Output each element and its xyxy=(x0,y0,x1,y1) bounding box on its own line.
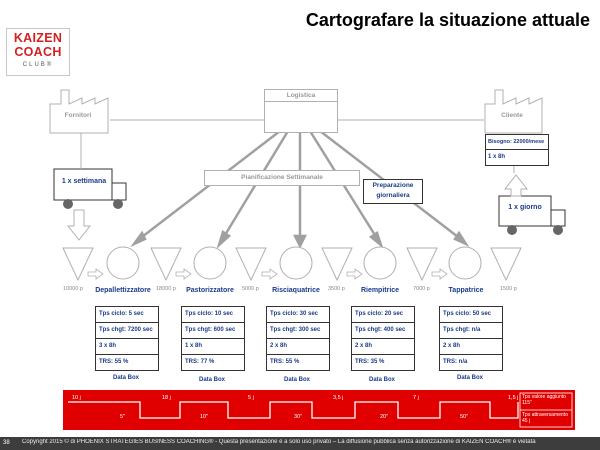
customer-label: Cliente xyxy=(501,112,523,119)
customer-shipment-arrow xyxy=(503,174,529,197)
cycle-time: Tps ciclo: 20 sec xyxy=(352,307,414,323)
trs: TRS: 55 % xyxy=(270,359,300,365)
shifts: 2 x 8h xyxy=(440,339,502,355)
timeline-cycle-5: 50" xyxy=(460,414,469,420)
trs: TRS: n/a xyxy=(443,359,468,365)
data-box-caption-3: Data Box xyxy=(283,377,310,383)
data-box-caption-4: Data Box xyxy=(368,377,395,383)
process-circle-5 xyxy=(448,246,482,280)
process-name-4: Riempitrice xyxy=(360,287,400,294)
supplier-factory-icon xyxy=(49,89,109,134)
process-circle-4 xyxy=(363,246,397,280)
process-name-2: Pastorizzatore xyxy=(186,287,234,294)
trs: TRS: 35 % xyxy=(355,359,385,365)
changeover-time: Tps chgt: 400 sec xyxy=(352,323,414,339)
inventory-triangle-3 xyxy=(235,247,267,282)
supplier-label: Fornitori xyxy=(64,112,92,119)
timeline-cycle-1: 5" xyxy=(120,414,126,420)
shifts: 1 x 8h xyxy=(182,339,244,355)
timeline-lead-1: 10 j xyxy=(72,395,81,401)
timeline-lead-5: 7 j xyxy=(413,395,419,401)
kaizen-coach-logo: KAIZEN COACH CLUB® xyxy=(6,28,70,76)
process-circle-1 xyxy=(106,246,140,280)
logistics-box: Logistica xyxy=(264,89,338,133)
timeline-lead-3: 5 j xyxy=(248,395,254,401)
customer-frequency-label: 1 x giorno xyxy=(508,204,542,211)
timeline-cycle-2: 10" xyxy=(200,414,209,420)
process-name-1: Depallettizzatore xyxy=(95,287,151,294)
timeline-lead-2: 18 j xyxy=(162,395,171,401)
preparation-box: Preparazione giornaliera xyxy=(363,179,423,204)
inventory-triangle-2 xyxy=(150,247,182,282)
timeline-cycle-3: 30" xyxy=(294,414,303,420)
logistics-label: Logistica xyxy=(265,90,337,102)
changeover-time: Tps chgt: 600 sec xyxy=(182,323,244,339)
data-box-caption-5: Data Box xyxy=(456,375,483,381)
changeover-time: Tps chgt: n/a xyxy=(440,323,502,339)
planning-box: Pianificazione Settimanale xyxy=(204,170,360,186)
inventory-label-4: 3500 p xyxy=(328,286,345,292)
process-name-3: Risciaquatrice xyxy=(272,287,320,294)
customer-factory-icon xyxy=(484,89,543,134)
cycle-time: Tps ciclo: 30 sec xyxy=(267,307,329,323)
cycle-time: Tps ciclo: 10 sec xyxy=(182,307,244,323)
changeover-time: Tps chgt: 7200 sec xyxy=(96,323,158,339)
inventory-triangle-4 xyxy=(321,247,353,282)
inventory-label-2: 18000 p xyxy=(156,286,176,292)
process-circle-3 xyxy=(279,246,313,280)
changeover-time: Tps chgt: 300 sec xyxy=(267,323,329,339)
inventory-triangle-1 xyxy=(62,247,94,282)
data-box-3: Tps ciclo: 30 sec Tps chgt: 300 sec 2 x … xyxy=(266,306,330,371)
shifts: 3 x 8h xyxy=(96,339,158,355)
lead-time-total: Tps attraversamento 45 j xyxy=(522,412,568,424)
trs: TRS: 55 % xyxy=(99,359,129,365)
data-box-4: Tps ciclo: 20 sec Tps chgt: 400 sec 2 x … xyxy=(351,306,415,371)
process-circle-2 xyxy=(193,246,227,280)
inventory-triangle-6 xyxy=(490,247,522,282)
footer-bar xyxy=(0,437,600,450)
logo-line-1: KAIZEN xyxy=(13,31,63,45)
inventory-label-6: 1500 p xyxy=(500,286,517,292)
trs: TRS: 77 % xyxy=(185,359,215,365)
data-box-5: Tps ciclo: 50 sec Tps chgt: n/a 2 x 8h T… xyxy=(439,306,503,371)
customer-demand: Bisogno: 22000/mese xyxy=(486,135,548,150)
customer-shift: 1 x 8h xyxy=(488,154,506,160)
inventory-label-5: 7000 p xyxy=(413,286,430,292)
supplier-delivery-arrow xyxy=(66,209,92,241)
customer-info-box: Bisogno: 22000/mese 1 x 8h xyxy=(485,134,549,166)
copyright-notice: Copyright 2015 © di PHOENIX STRATEGIES B… xyxy=(22,439,536,445)
inventory-label-3: 5000 p xyxy=(242,286,259,292)
logo-line-2: COACH xyxy=(14,45,62,59)
process-name-5: Tappatrice xyxy=(448,287,484,294)
cycle-time: Tps ciclo: 50 sec xyxy=(440,307,502,323)
customer-truck-icon xyxy=(498,195,566,235)
page-number: 38 xyxy=(3,440,10,446)
inventory-label-1: 10000 p xyxy=(63,286,83,292)
data-box-caption-2: Data Box xyxy=(198,377,225,383)
logo-line-3: CLUB® xyxy=(22,62,54,68)
timeline-lead-6: 1,5 j xyxy=(508,395,519,401)
data-box-1: Tps ciclo: 5 sec Tps chgt: 7200 sec 3 x … xyxy=(95,306,159,371)
shifts: 2 x 8h xyxy=(352,339,414,355)
data-box-caption-1: Data Box xyxy=(112,375,139,381)
timeline-step-line xyxy=(68,401,519,419)
supplier-frequency-label: 1 x settimana xyxy=(61,178,107,185)
inventory-triangle-5 xyxy=(406,247,438,282)
page-title: Cartografare la situazione attuale xyxy=(305,10,590,30)
shifts: 2 x 8h xyxy=(267,339,329,355)
data-box-2: Tps ciclo: 10 sec Tps chgt: 600 sec 1 x … xyxy=(181,306,245,371)
timeline-lead-4: 3,5 j xyxy=(333,395,344,401)
cycle-time: Tps ciclo: 5 sec xyxy=(96,307,158,323)
supplier-truck-icon xyxy=(53,168,127,209)
timeline-cycle-4: 20" xyxy=(380,414,389,420)
value-added-time: Tps valore aggiunto 115" xyxy=(522,394,566,406)
